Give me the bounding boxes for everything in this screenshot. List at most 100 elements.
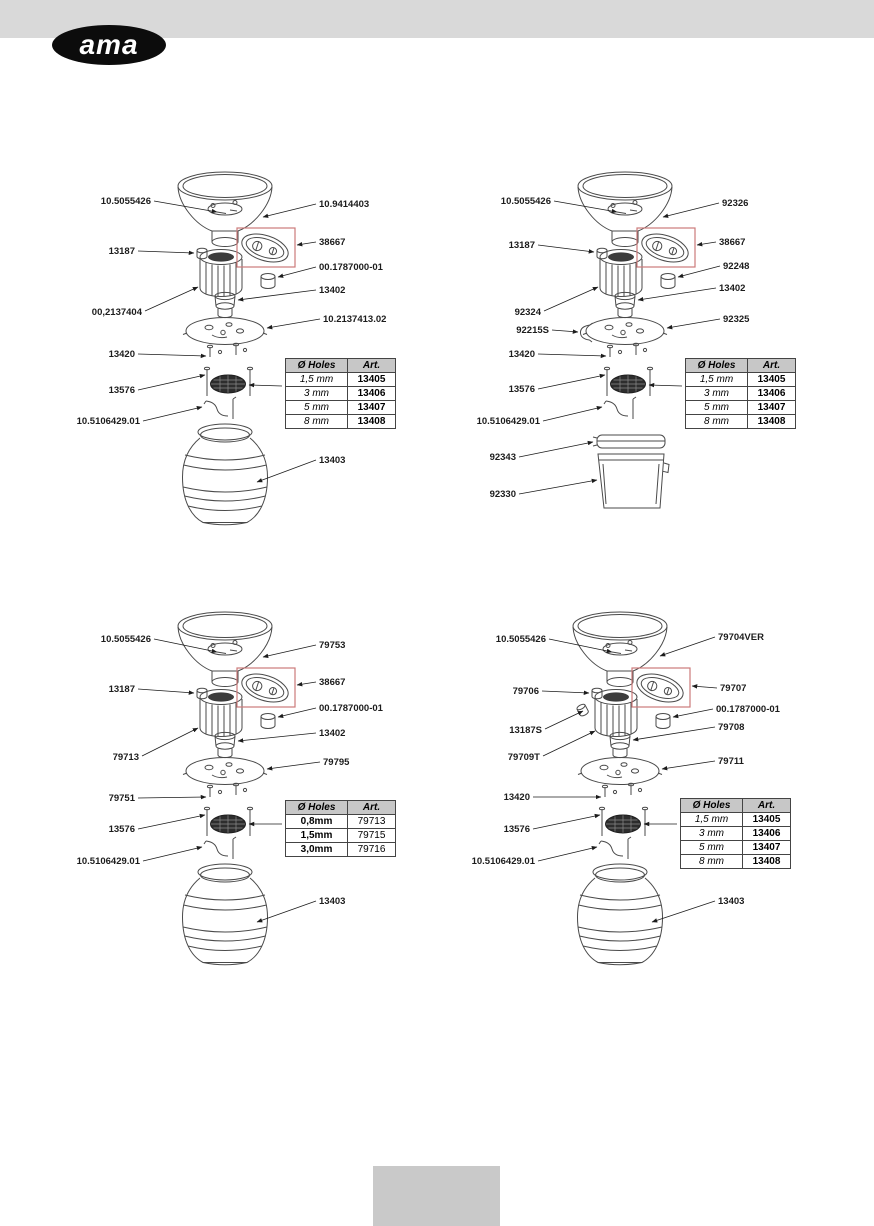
- part-label: 13187: [109, 246, 135, 257]
- part-label: 79713: [113, 752, 139, 763]
- diagram-bottom-right: 10.5055426 79704VER 79706 79707 13187S 0…: [455, 600, 795, 980]
- part-label: 13402: [719, 283, 745, 294]
- part-label: 10.5106429.01: [472, 856, 536, 867]
- hole-size: 8 mm: [680, 854, 743, 869]
- part-label: 38667: [719, 237, 745, 248]
- exploded-view-drawing: 10.5055426 79753 13187 38667 00.1787000-…: [77, 611, 384, 966]
- part-label: 92324: [515, 307, 542, 318]
- art-number: 13407: [747, 400, 796, 415]
- part-label: 13187S: [509, 725, 542, 736]
- ama-logo: ama: [52, 25, 166, 65]
- part-labels: 10.5055426 92326 13187 38667 92248 92324…: [477, 196, 751, 500]
- part-label: 13576: [509, 384, 535, 395]
- exploded-view-drawing: 10.5055426 92326 13187 38667 92248 92324…: [477, 171, 751, 509]
- part-label: 00.1787000-01: [716, 704, 781, 715]
- part-label: 10.5055426: [101, 196, 151, 207]
- hole-size: 3 mm: [680, 826, 743, 841]
- art-number: 79713: [347, 814, 396, 829]
- leader-lines: [518, 200, 721, 495]
- col-header-art: Art.: [347, 358, 396, 373]
- part-label: 92326: [722, 198, 748, 209]
- hole-size: 5 mm: [680, 840, 743, 855]
- art-number: 13407: [347, 400, 396, 415]
- art-number: 13408: [747, 414, 796, 429]
- part-label: 10.9414403: [319, 199, 369, 210]
- hole-size: 3 mm: [285, 386, 348, 401]
- hole-size: 3,0mm: [285, 842, 348, 857]
- col-header-holes: Ø Holes: [285, 800, 348, 815]
- art-number: 79716: [347, 842, 396, 857]
- part-label: 10.5055426: [101, 634, 151, 645]
- leader-lines: [532, 636, 718, 923]
- part-label: 79709T: [508, 752, 540, 763]
- art-number: 13406: [742, 826, 791, 841]
- art-number: 79715: [347, 828, 396, 843]
- hole-size: 1,5 mm: [680, 812, 743, 827]
- hole-size: 8 mm: [685, 414, 748, 429]
- part-label: 92215S: [516, 325, 549, 336]
- part-label: 79706: [513, 686, 539, 697]
- footer-box: [373, 1166, 500, 1226]
- art-number: 13406: [747, 386, 796, 401]
- part-label: 13420: [504, 792, 530, 803]
- part-label: 13187: [509, 240, 535, 251]
- art-number: 13405: [742, 812, 791, 827]
- part-label: 92330: [490, 489, 516, 500]
- hole-size: 1,5 mm: [285, 372, 348, 387]
- part-label: 79711: [718, 756, 745, 767]
- col-header-holes: Ø Holes: [285, 358, 348, 373]
- part-labels: 10.5055426 79753 13187 38667 00.1787000-…: [77, 634, 384, 907]
- part-label: 38667: [319, 677, 345, 688]
- part-label: 13187: [109, 684, 135, 695]
- art-number: 13405: [347, 372, 396, 387]
- hole-size: 8 mm: [285, 414, 348, 429]
- part-label: 10.5055426: [496, 634, 546, 645]
- exploded-view-drawing: 10.5055426 79704VER 79706 79707 13187S 0…: [472, 611, 781, 966]
- part-label: 79753: [319, 640, 345, 651]
- art-number: 13408: [742, 854, 791, 869]
- part-label: 79751: [109, 793, 136, 804]
- art-number: 13405: [747, 372, 796, 387]
- part-labels: 10.5055426 79704VER 79706 79707 13187S 0…: [472, 632, 781, 907]
- part-label: 13420: [509, 349, 535, 360]
- diagram-top-left: 10.5055426 10.9414403 13187 38667 00.178…: [60, 160, 400, 540]
- col-header-art: Art.: [347, 800, 396, 815]
- col-header-holes: Ø Holes: [680, 798, 743, 813]
- part-label: 79704VER: [718, 632, 764, 643]
- diagram-bottom-left: 10.5055426 79753 13187 38667 00.1787000-…: [60, 600, 400, 980]
- col-header-art: Art.: [747, 358, 796, 373]
- part-label: 79708: [718, 722, 744, 733]
- ama-logo-text: ama: [79, 29, 139, 60]
- part-label: 13576: [504, 824, 530, 835]
- part-label: 92343: [490, 452, 516, 463]
- part-label: 10.5106429.01: [77, 416, 141, 427]
- hole-size: 3 mm: [685, 386, 748, 401]
- col-header-art: Art.: [742, 798, 791, 813]
- leader-lines: [137, 200, 321, 483]
- part-label: 79795: [323, 757, 350, 768]
- part-label: 10.5106429.01: [77, 856, 141, 867]
- part-label: 13576: [109, 385, 135, 396]
- part-label: 10.5055426: [501, 196, 551, 207]
- hole-size: 1,5mm: [285, 828, 348, 843]
- art-number: 13407: [742, 840, 791, 855]
- part-label: 13402: [319, 285, 345, 296]
- diagram-top-right: 10.5055426 92326 13187 38667 92248 92324…: [460, 160, 800, 540]
